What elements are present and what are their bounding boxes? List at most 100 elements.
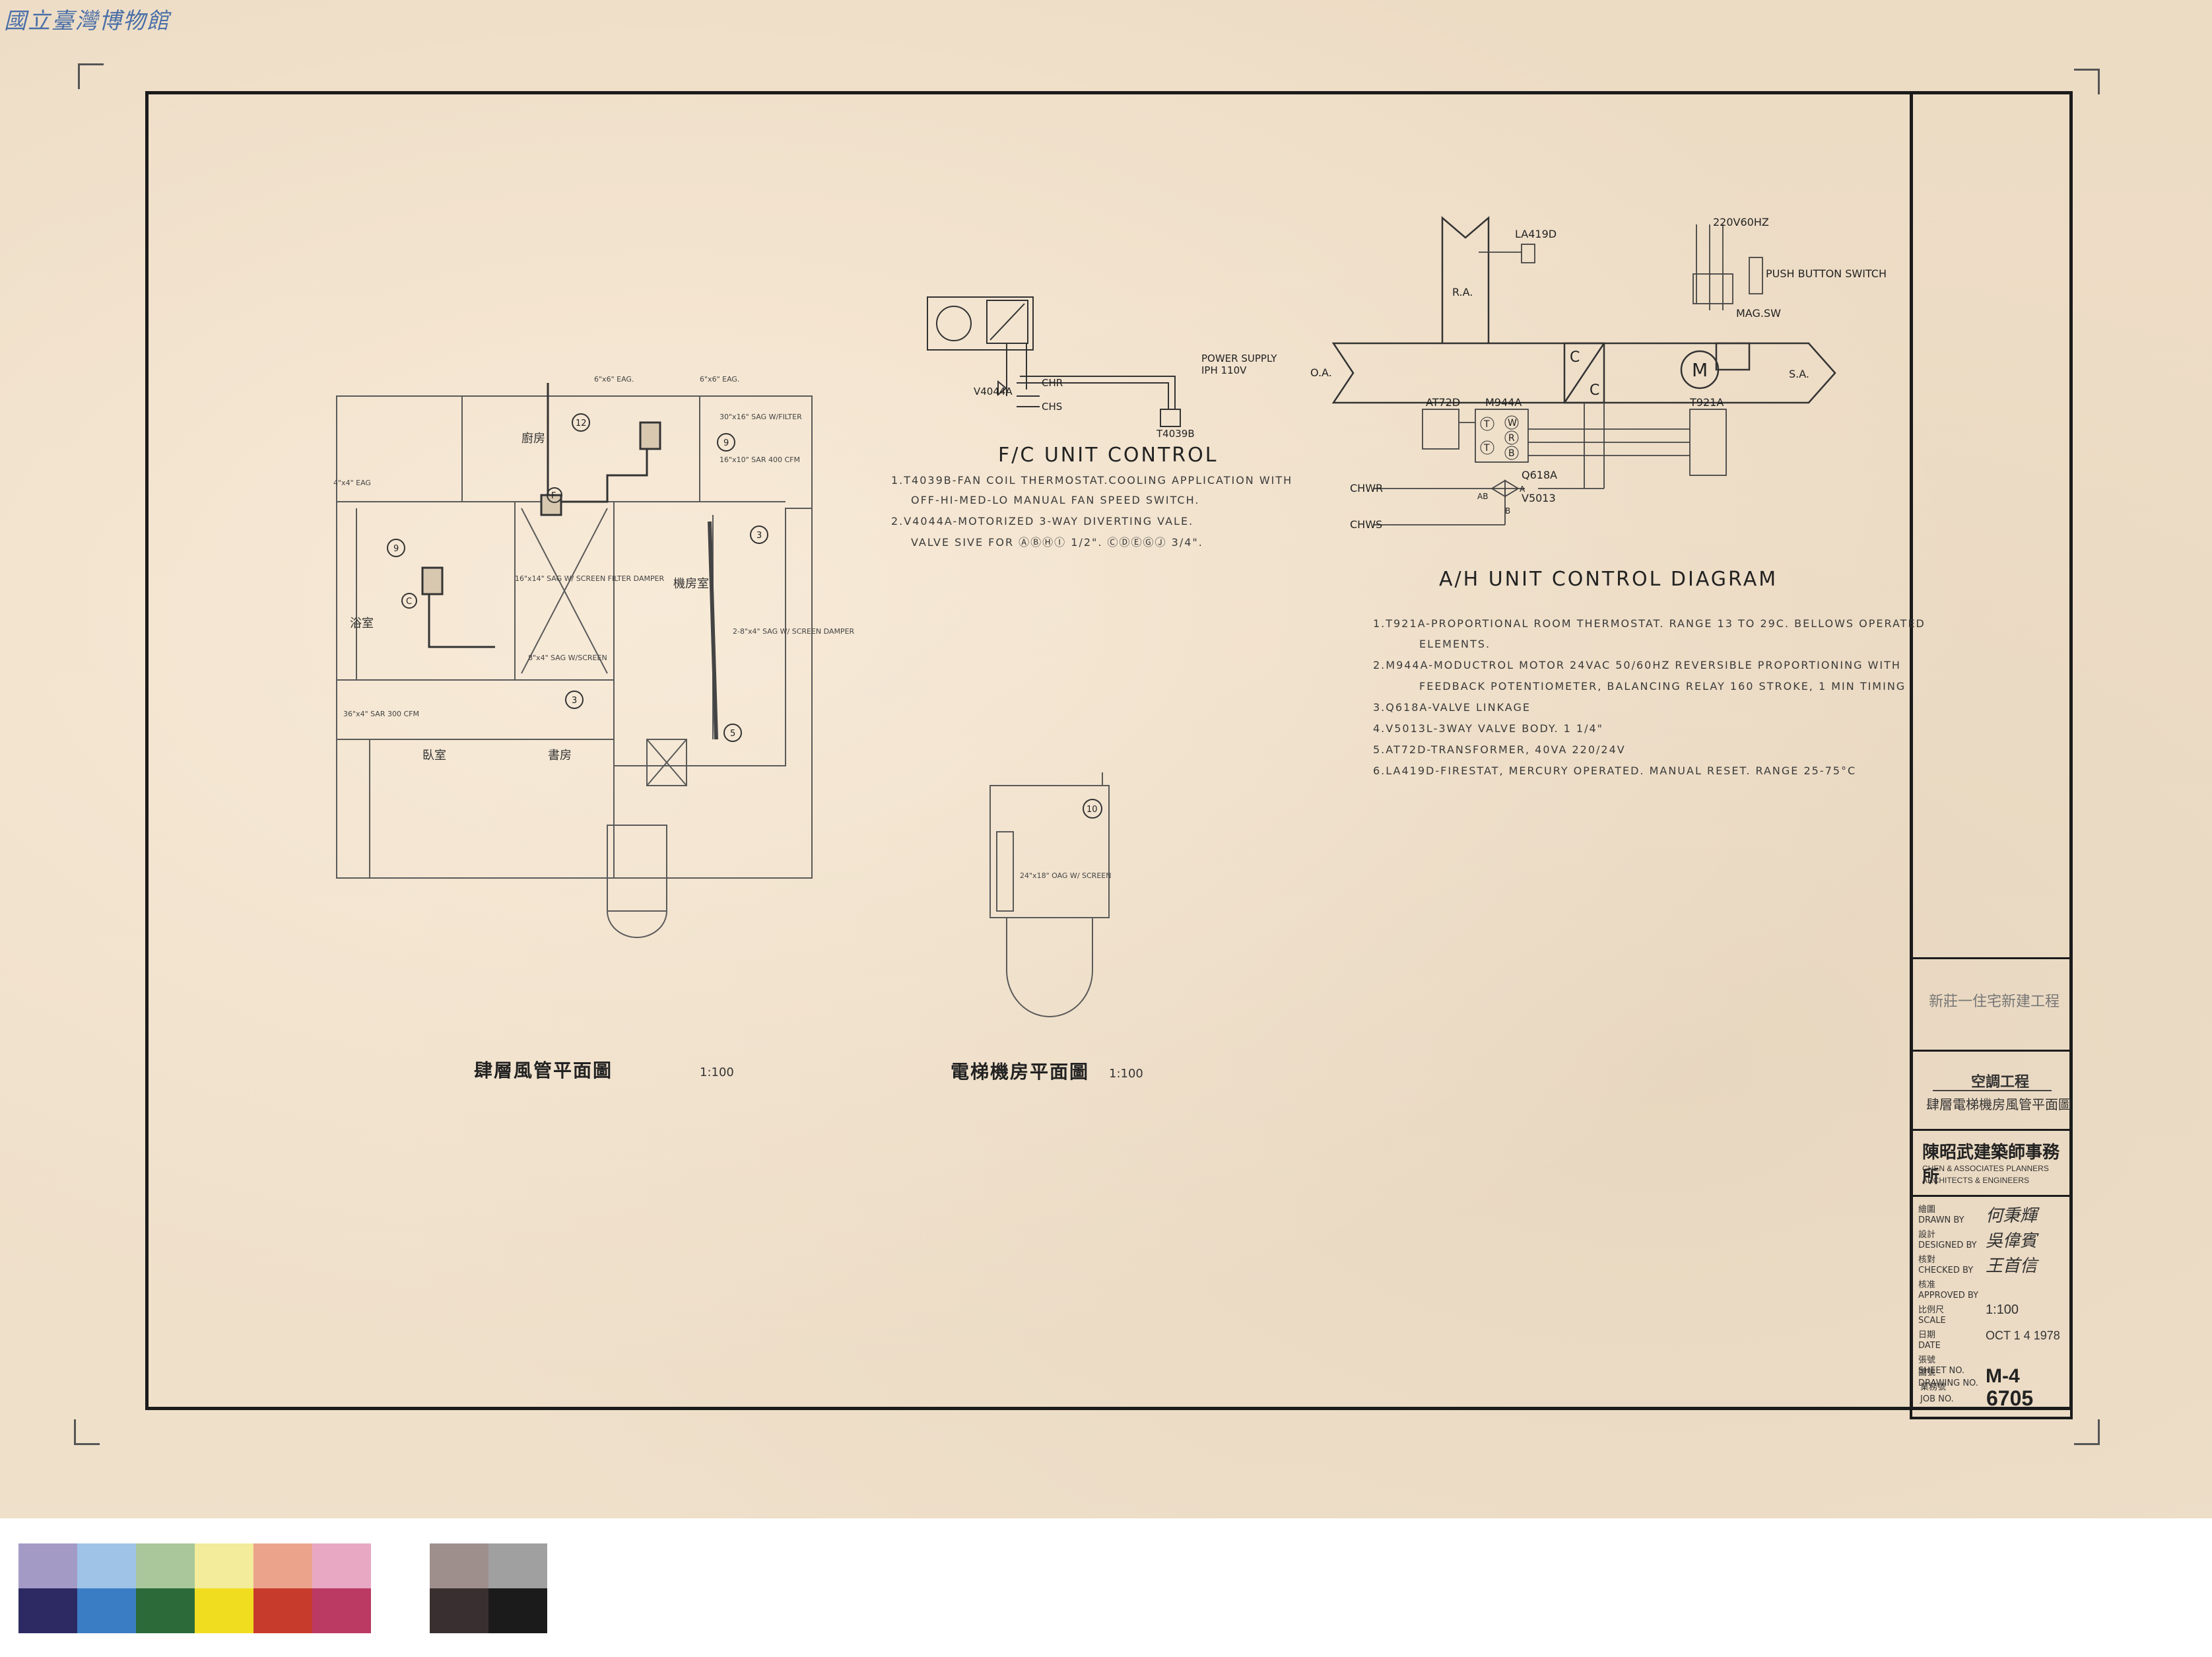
color-swatch: [195, 1588, 253, 1633]
plan-note: 24"x18" OAG W/ SCREEN: [1020, 871, 1111, 880]
elevator-core: [646, 739, 687, 786]
room-label-machine: 機房室: [673, 577, 709, 591]
fc-note-line: VALVE SIVE FOR ⒶⒷⒽⒾ 1/2". ⒸⒹⒺⒼⒿ 3/4".: [911, 536, 1203, 549]
field-label-zh: 比例尺: [1918, 1305, 1945, 1315]
color-swatch: [371, 1543, 430, 1588]
fc-control-diagram: POWER SUPPLY IPH 110V V4044A CHR CHS T40…: [927, 296, 1277, 440]
sheet-title-box: 空調工程 肆層電梯機房風管平面圖: [1913, 1050, 2073, 1129]
label-chs: CHS: [1042, 401, 1062, 413]
job-number: 6705: [1986, 1386, 2034, 1410]
equipment-tag: C: [406, 597, 412, 607]
crop-mark-bl: [74, 1419, 100, 1445]
firm-name: 陳昭武建築師事務所: [1922, 1142, 2060, 1186]
terminal-w: W: [1508, 418, 1517, 428]
terminal-t: T: [1483, 419, 1490, 430]
color-swatch: [253, 1588, 312, 1633]
ah-note-line: 6.LA419D-FIRESTAT, MERCURY OPERATED. MAN…: [1373, 764, 1857, 777]
elevator-plan-title: 電梯機房平面圖: [951, 1061, 1090, 1083]
plan-note: 30"x16" SAG W/FILTER: [720, 413, 802, 421]
firestat-box: [1521, 244, 1535, 263]
room-label-study: 書房: [548, 749, 572, 762]
label-valve: V4044A: [974, 386, 1013, 397]
equipment-tag: 9: [393, 544, 399, 554]
discipline: 空調工程: [1971, 1073, 2030, 1090]
color-swatch: [195, 1543, 253, 1588]
plan-note: 16"x14" SAG W/ SCREEN FILTER DAMPER: [515, 574, 665, 583]
fan-coil-unit: [927, 296, 1034, 351]
equipment-tag: 12: [576, 419, 587, 428]
plan-note: 8"x4" SAG W/SCREEN: [528, 654, 607, 662]
designed-by-value: 吳偉賓: [1986, 1231, 2038, 1251]
label-push-button: PUSH BUTTON SWITCH: [1766, 267, 1887, 280]
ah-note-line: 1.T921A-PROPORTIONAL ROOM THERMOSTAT. RA…: [1373, 617, 1926, 630]
floor4-plan-title: 肆層風管平面圖: [474, 1060, 613, 1081]
floor4-duct-plan: 廚房 機房室 臥室 書房 浴室 6"x6" EAG. 6"x6" EAG. 30…: [333, 375, 855, 938]
equipment-tag: 10: [1087, 805, 1098, 815]
label-phase: IPH 110V: [1201, 364, 1247, 376]
color-swatch: [18, 1588, 77, 1633]
color-swatch: [312, 1543, 371, 1588]
label-valve: V5013: [1522, 492, 1556, 504]
drawing-number: M-4: [1986, 1365, 2020, 1387]
elevator-room-plan: 10 24"x18" OAG W/ SCREEN: [989, 772, 1111, 1017]
elevator-plan-scale: 1:100: [1109, 1067, 1143, 1081]
label-sa: S.A.: [1789, 368, 1809, 380]
label-coil-top: C: [1570, 349, 1580, 366]
plan-outline: [336, 395, 813, 879]
color-swatch: [136, 1543, 195, 1588]
field-label-zh: 繪圖: [1918, 1205, 1936, 1215]
color-swatch: [430, 1543, 488, 1588]
color-swatch: [77, 1543, 136, 1588]
field-label-zh: 張號: [1918, 1355, 1936, 1365]
scale-value: 1:100: [1986, 1302, 2019, 1317]
equipment-tag: F: [551, 491, 556, 501]
color-swatch: [430, 1588, 488, 1633]
equipment-tag: 9: [723, 438, 729, 448]
job-number-box: 業務號 JOB NO. 6705: [1910, 1380, 2073, 1419]
project-name: 新莊一住宅新建工程: [1929, 993, 2060, 1009]
stair: [607, 825, 667, 912]
floor4-plan-scale: 1:100: [700, 1065, 734, 1079]
terminal-t: T: [1483, 443, 1490, 454]
label-coil-bottom: C: [1590, 382, 1599, 399]
crop-mark-tr: [2074, 69, 2100, 94]
room-label-bath: 浴室: [350, 617, 374, 630]
label-fan: M: [1692, 359, 1708, 381]
plan-note: 4"x4" EAG: [333, 479, 371, 487]
equipment-tag: 3: [572, 696, 577, 706]
air-handler-duct: [1331, 342, 1836, 404]
color-swatch: [136, 1588, 195, 1633]
ah-heading: A/H UNIT CONTROL DIAGRAM: [1439, 568, 1778, 591]
label-motor: M944A: [1485, 396, 1522, 409]
label-t921a: T921A: [1689, 396, 1724, 409]
field-label-en: CHECKED BY: [1918, 1266, 1974, 1275]
plan-note: 16"x10" SAR 400 CFM: [720, 456, 800, 464]
field-label-zh: 圖號: [1918, 1368, 1936, 1378]
label-chws: CHWS: [1350, 518, 1382, 531]
ah-control-diagram: O.A. R.A. S.A. LA419D 220V60HZ PUSH BUTT…: [1310, 216, 1887, 531]
title-block-divider: [1910, 91, 1913, 1410]
label-chr: CHR: [1042, 377, 1063, 389]
equipment-tag: 3: [756, 531, 762, 541]
title-block: 新莊一住宅新建工程 空調工程 肆層電梯機房風管平面圖 陳昭武建築師事務所 CHE…: [1913, 957, 2073, 1410]
ah-note-line: 5.AT72D-TRANSFORMER, 40VA 220/24V: [1373, 743, 1626, 756]
job-label-zh: 業務號: [1920, 1382, 1947, 1392]
label-oa: O.A.: [1310, 366, 1332, 379]
label-mag-sw: MAG.SW: [1736, 307, 1781, 320]
field-label-en: DATE: [1918, 1341, 1941, 1351]
drawing-border: [145, 91, 2073, 1410]
plan-note: 6"x6" EAG.: [594, 375, 634, 384]
label-supply: 220V60HZ: [1713, 216, 1769, 228]
fc-note-line: OFF-HI-MED-LO MANUAL FAN SPEED SWITCH.: [911, 494, 1200, 506]
drawn-by-value: 何秉輝: [1986, 1206, 2038, 1226]
field-label-zh: 設計: [1918, 1230, 1936, 1240]
field-label-en: DRAWING NO.: [1918, 1378, 1978, 1388]
plan-note: 2-8"x4" SAG W/ SCREEN DAMPER: [733, 627, 855, 636]
field-label-zh: 日期: [1918, 1330, 1936, 1340]
label-chwr: CHWR: [1350, 482, 1383, 494]
field-label-en: SCALE: [1918, 1316, 1946, 1326]
firm-name-en-1: CHEN & ASSOCIATES PLANNERS: [1922, 1164, 2049, 1173]
color-swatch: [18, 1543, 77, 1588]
thermostat-t921a: [1689, 409, 1727, 476]
plan-note: 6"x6" EAG.: [700, 375, 739, 384]
